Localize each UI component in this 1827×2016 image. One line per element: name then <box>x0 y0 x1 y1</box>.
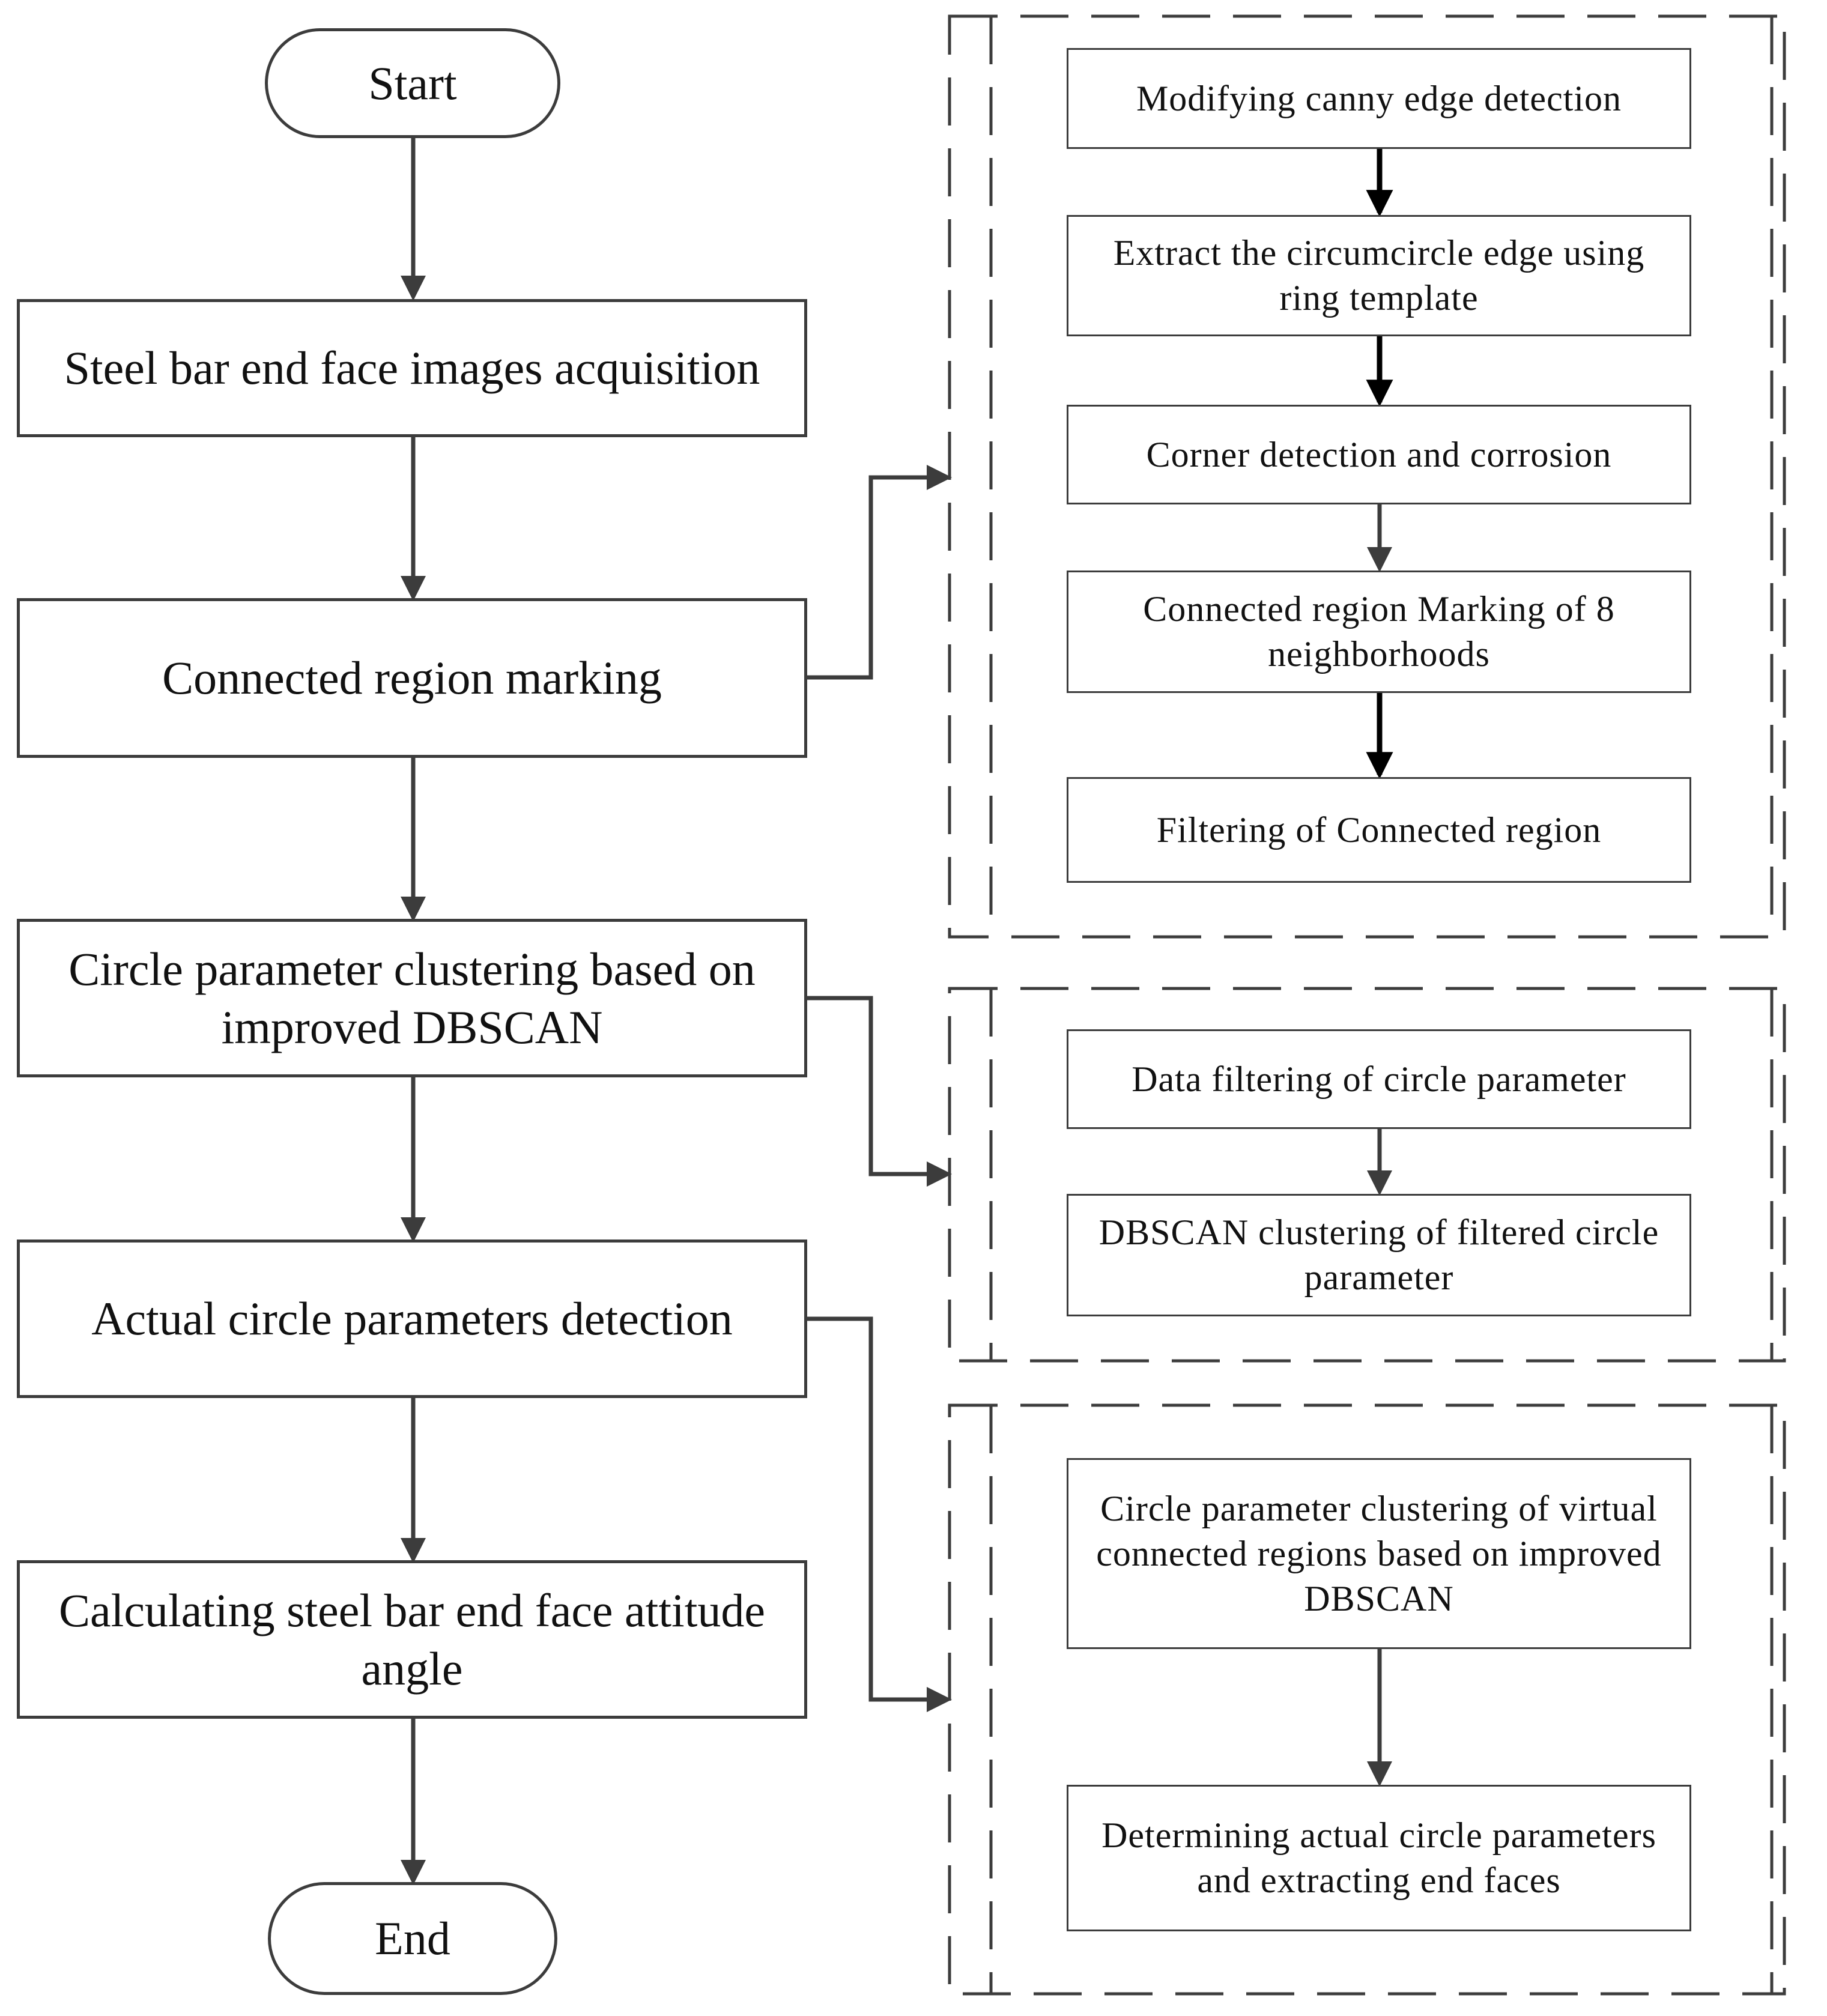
step-circle-parameter-clustering: Circle parameter clustering based on imp… <box>17 919 807 1077</box>
step-label: Steel bar end face images acquisition <box>64 342 760 395</box>
substep-data-filtering: Data filtering of circle parameter <box>1067 1029 1691 1129</box>
step-label: Calculating steel bar end face attitude … <box>59 1584 765 1695</box>
substep-label: Determining actual circle parameters and… <box>1101 1815 1656 1900</box>
step-connected-region-marking: Connected region marking <box>17 598 807 758</box>
substep-label: DBSCAN clustering of filtered circle par… <box>1098 1212 1659 1297</box>
start-label: Start <box>368 56 457 109</box>
start-terminal: Start <box>265 28 560 138</box>
substep-label: Circle parameter clustering of virtual c… <box>1096 1488 1662 1618</box>
step-label: Actual circle parameters detection <box>91 1292 733 1345</box>
substep-canny-edge: Modifying canny edge detection <box>1067 48 1691 149</box>
step-attitude-angle: Calculating steel bar end face attitude … <box>17 1560 807 1719</box>
substep-region-marking: Connected region Marking of 8 neighborho… <box>1067 571 1691 693</box>
substep-dbscan-clustering: DBSCAN clustering of filtered circle par… <box>1067 1194 1691 1316</box>
end-terminal: End <box>268 1882 557 1995</box>
step-image-acquisition: Steel bar end face images acquisition <box>17 299 807 437</box>
end-label: End <box>375 1912 450 1965</box>
substep-label: Extract the circumcircle edge using ring… <box>1113 233 1645 318</box>
substep-label: Data filtering of circle parameter <box>1132 1059 1626 1099</box>
substep-corner-detection: Corner detection and corrosion <box>1067 405 1691 504</box>
substep-virtual-region-clustering: Circle parameter clustering of virtual c… <box>1067 1458 1691 1649</box>
step-label: Connected region marking <box>162 652 662 704</box>
substep-label: Corner detection and corrosion <box>1146 434 1612 474</box>
substep-label: Filtering of Connected region <box>1156 810 1602 850</box>
step-label: Circle parameter clustering based on imp… <box>68 942 756 1054</box>
group-link-arrows <box>807 465 952 1712</box>
substep-label: Modifying canny edge detection <box>1136 78 1622 118</box>
substep-region-filtering: Filtering of Connected region <box>1067 777 1691 883</box>
substep-label: Connected region Marking of 8 neighborho… <box>1143 589 1615 674</box>
substep-circumcircle-edge: Extract the circumcircle edge using ring… <box>1067 215 1691 336</box>
step-actual-circle-detection: Actual circle parameters detection <box>17 1240 807 1398</box>
substep-determine-end-faces: Determining actual circle parameters and… <box>1067 1785 1691 1931</box>
